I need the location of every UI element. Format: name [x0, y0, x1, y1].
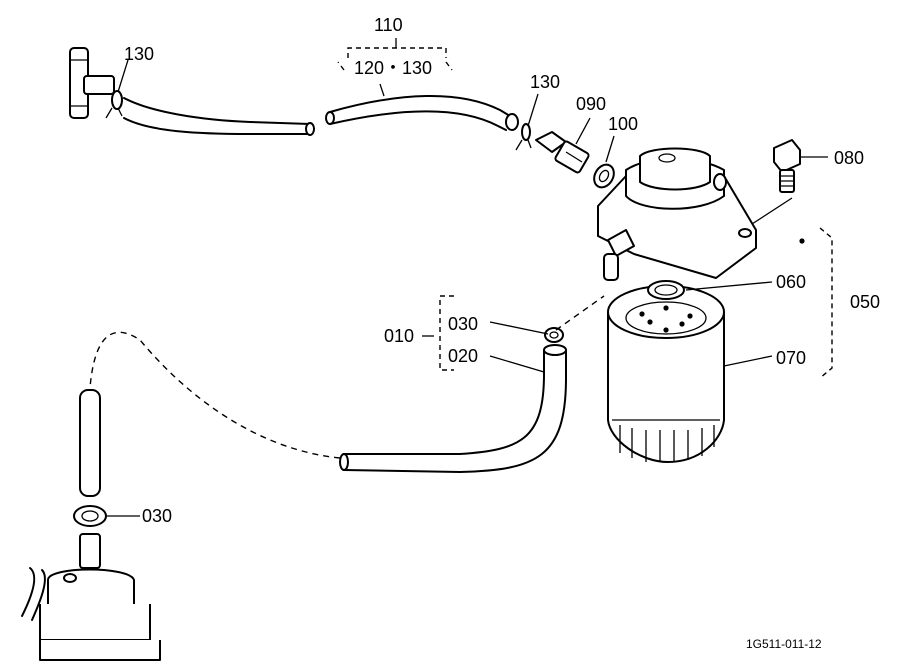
- clip-030-lower: [73, 505, 107, 527]
- washer-100: [593, 163, 615, 189]
- lower-hose: [79, 389, 101, 497]
- label-030-lower: 030: [142, 506, 172, 526]
- hose-nipple-090: [535, 131, 590, 174]
- hose-clip-130-mid: [515, 123, 532, 151]
- label-070: 070: [776, 348, 806, 368]
- fuel-hose-020: [339, 344, 567, 473]
- label-130-mid: 130: [530, 72, 560, 92]
- bolt-080: [773, 139, 801, 193]
- label-100: 100: [608, 114, 638, 134]
- o-ring-060: [647, 280, 685, 300]
- label-010: 010: [384, 326, 414, 346]
- filter-head: [597, 147, 757, 281]
- label-080: 080: [834, 148, 864, 168]
- label-030-upper: 030: [448, 314, 478, 334]
- label-060: 060: [776, 272, 806, 292]
- return-hose-110: [123, 95, 519, 136]
- clip-030-upper: [544, 327, 564, 343]
- filter-cartridge-070: [607, 285, 725, 463]
- drawing-code: 1G511-011-12: [746, 637, 822, 651]
- label-130-left: 130: [124, 44, 154, 64]
- tee-fitting: [69, 47, 115, 119]
- hose-clip-130-left: [105, 90, 123, 119]
- fuel-pump: [21, 533, 161, 661]
- label-090: 090: [576, 94, 606, 114]
- label-110: 110: [374, 15, 403, 35]
- label-120-130: 120・130: [354, 58, 432, 78]
- label-020: 020: [448, 346, 478, 366]
- label-050: 050: [850, 292, 880, 312]
